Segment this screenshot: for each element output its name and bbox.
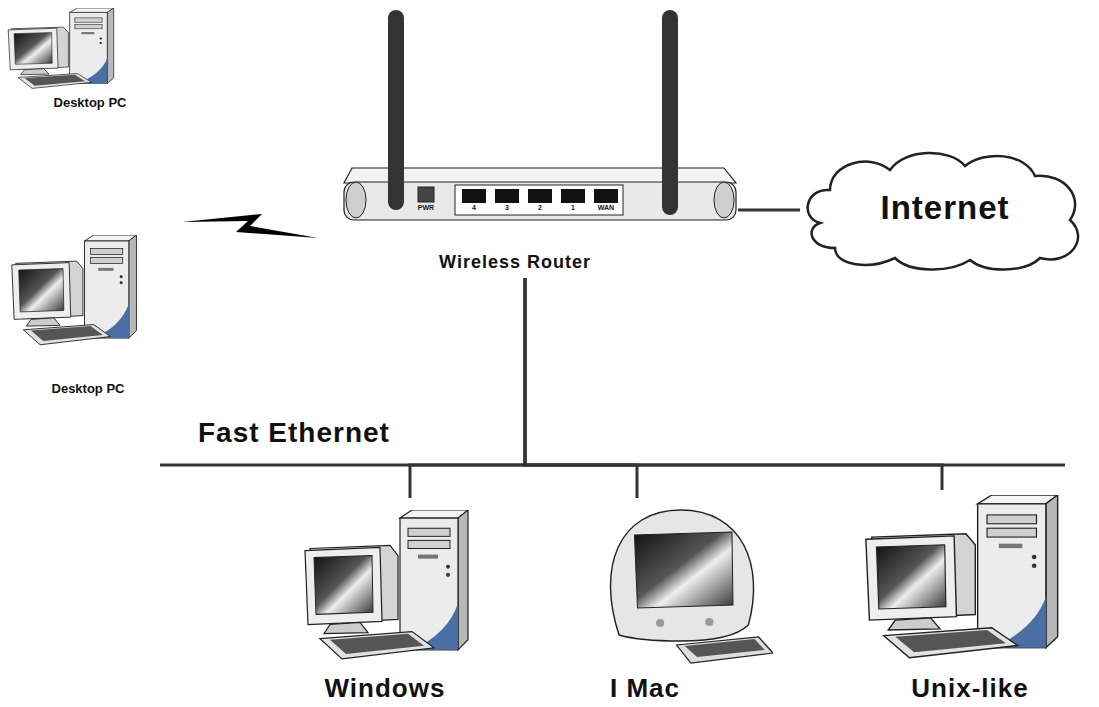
- internet-cloud: Internet: [800, 148, 1090, 272]
- router-cap: [714, 182, 734, 218]
- antenna: [662, 10, 678, 215]
- node-label: Internet: [800, 190, 1090, 226]
- port-label: 4: [464, 204, 484, 212]
- router-illustration: [344, 10, 736, 220]
- antenna: [388, 10, 404, 210]
- port-label: WAN: [594, 204, 618, 212]
- network-link: [410, 278, 525, 498]
- lan-port: [528, 189, 552, 203]
- desktop-illustration: [305, 510, 468, 659]
- imac: I Mac: [570, 498, 780, 703]
- unix-pc: Unix-like: [858, 490, 1073, 703]
- node-label: I Mac: [570, 674, 720, 703]
- lan-port: [462, 189, 486, 203]
- port-label: 3: [497, 204, 517, 212]
- imac-illustration: [610, 510, 773, 663]
- lan-port: [495, 189, 519, 203]
- desktop-pc: Desktop PC: [5, 8, 150, 116]
- desktop-pc: Desktop PC: [5, 232, 155, 404]
- router-cap: [346, 182, 366, 218]
- port-label: 1: [563, 204, 583, 212]
- power-button: [418, 187, 434, 202]
- node-label: Desktop PC: [33, 382, 143, 396]
- port-label: 2: [530, 204, 550, 212]
- wireless-bolt: [182, 214, 318, 238]
- node-label: Desktop PC: [35, 96, 145, 110]
- windows-pc: Windows: [295, 498, 475, 703]
- desktop-illustration: [866, 495, 1058, 658]
- wan-port: [594, 189, 618, 203]
- node-label: Wireless Router: [415, 253, 615, 273]
- desktop-illustration: [8, 8, 113, 88]
- bus-label: Fast Ethernet: [198, 418, 498, 449]
- wireless-router: Wireless Router: [338, 6, 738, 278]
- ethernet-bus: [160, 464, 1065, 467]
- network-link: [738, 209, 800, 212]
- desktop-illustration: [12, 235, 137, 345]
- node-label: Unix-like: [870, 674, 1070, 703]
- network-link: [525, 278, 637, 498]
- port-label: PWR: [411, 204, 441, 212]
- network-link: [525, 278, 942, 490]
- lan-port: [561, 189, 585, 203]
- port-panel: [455, 185, 623, 215]
- node-label: Windows: [295, 674, 475, 703]
